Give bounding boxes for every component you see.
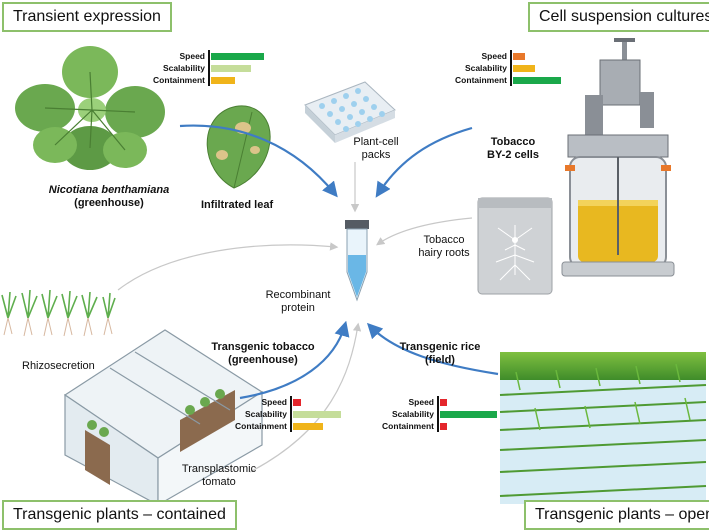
plant-cell-label-line1: Plant-cell (353, 136, 399, 148)
hairy-label-line1: Tobacco (423, 234, 465, 246)
metric-bar (440, 399, 447, 406)
bioreactor-illustration (561, 38, 675, 277)
infiltrated-leaf-label: Infiltrated leaf (201, 199, 274, 211)
plant-cell-pack-plate (304, 81, 396, 143)
rhizosecretion-label: Rhizosecretion (22, 360, 95, 372)
corner-cell-suspension-cultures: Cell suspension cultures (528, 2, 709, 32)
metric-bar (293, 423, 323, 430)
hairy-roots-bag-illustration (477, 197, 553, 295)
by2-cells-label: Tobacco BY-2 cells (478, 136, 548, 162)
metric-bar (211, 65, 251, 72)
tobacco-label-line1: Transgenic tobacco (211, 341, 315, 353)
metric-name: Scalability (162, 63, 205, 73)
blue-arrows (179, 124, 499, 400)
nicotiana-place: (greenhouse) (74, 197, 144, 209)
metric-axis (437, 396, 439, 432)
recombinant-label-line2: protein (281, 302, 315, 314)
corner-transgenic-open: Transgenic plants – open (524, 500, 709, 530)
nicotiana-plant-illustration (15, 46, 165, 170)
metric-name: Containment (455, 75, 507, 85)
metric-name: Containment (153, 75, 205, 85)
metric-name: Scalability (464, 63, 507, 73)
metric-bar (513, 65, 535, 72)
metric-bar (293, 399, 301, 406)
metric-name: Speed (481, 51, 507, 61)
corner-transgenic-contained: Transgenic plants – contained (2, 500, 237, 530)
grey-arrows (117, 162, 473, 473)
plant-cell-label-line2: packs (361, 149, 391, 161)
by2-label-line2: BY-2 cells (487, 149, 539, 161)
recombinant-protein-tube (345, 220, 369, 302)
metric-name: Speed (408, 397, 434, 407)
metric-axis (208, 50, 210, 86)
greenhouse-illustration (63, 329, 264, 507)
hairy-roots-label: Tobacco hairy roots (410, 234, 478, 260)
metric-bar (513, 53, 525, 60)
by2-label-line1: Tobacco (490, 136, 536, 148)
metric-name: Scalability (244, 409, 287, 419)
metric-bar (293, 411, 341, 418)
recombinant-label-line1: Recombinant (265, 289, 331, 301)
infiltrated-leaf-illustration (206, 105, 271, 189)
transgenic-tobacco-label: Transgenic tobacco (greenhouse) (205, 341, 321, 367)
rhizosecretion-plants-illustration (1, 289, 116, 337)
plant-cell-packs-label: Plant-cell packs (348, 136, 404, 162)
metric-bar (211, 77, 235, 84)
metric-bar (440, 411, 497, 418)
transgenic-rice-label: Transgenic rice (field) (390, 341, 490, 367)
metric-name: Scalability (391, 409, 434, 419)
rice-label-line1: Transgenic rice (399, 341, 481, 353)
metric-axis (510, 50, 512, 86)
metric-name: Containment (235, 421, 287, 431)
rice-label-line2: (field) (425, 354, 455, 366)
metric-name: Speed (261, 397, 287, 407)
metric-axis (290, 396, 292, 432)
tomato-label-line2: tomato (202, 476, 236, 488)
recombinant-protein-label: Recombinant protein (262, 289, 334, 315)
tobacco-label-line2: (greenhouse) (228, 354, 298, 366)
rice-field-illustration (499, 352, 707, 504)
nicotiana-label: Nicotiana benthamiana (greenhouse) (44, 184, 174, 210)
metric-bar (513, 77, 561, 84)
metric-bar (211, 53, 264, 60)
nicotiana-name: Nicotiana benthamiana (48, 184, 170, 196)
metric-name: Containment (382, 421, 434, 431)
transplastomic-tomato-label: Transplastomic tomato (178, 463, 260, 489)
metric-bar (440, 423, 447, 430)
corner-transient-expression: Transient expression (2, 2, 172, 32)
tomato-label-line1: Transplastomic (181, 463, 257, 475)
metric-name: Speed (179, 51, 205, 61)
hairy-label-line2: hairy roots (418, 247, 470, 259)
